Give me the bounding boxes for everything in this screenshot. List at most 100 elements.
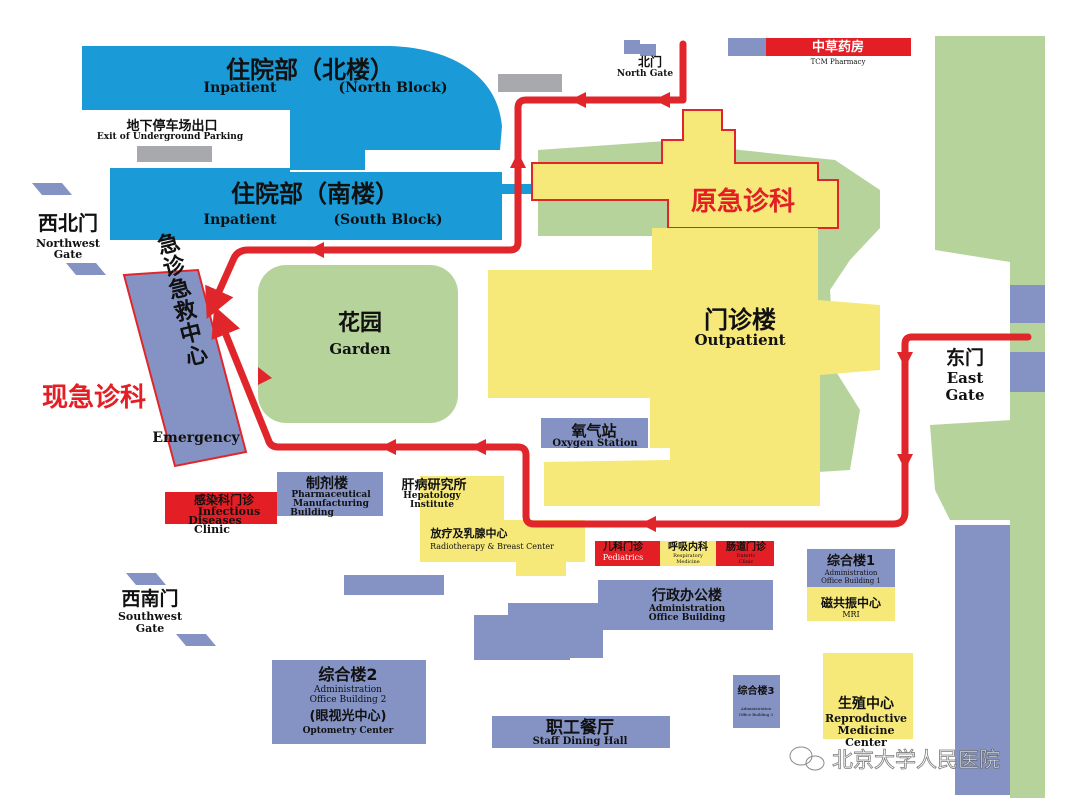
southwest-gate-marker [126, 573, 166, 585]
admin2-label-cn: 综合楼2 [318, 665, 377, 684]
watermark-text: 北京大学人民医院 [832, 748, 1000, 772]
north-block[interactable] [82, 46, 502, 170]
gray-strips [137, 74, 562, 162]
staff-dining-hall[interactable] [492, 716, 670, 748]
office-label-cn: 行政办公楼 [651, 587, 722, 604]
infectious-label-en3: Clinic [194, 523, 230, 536]
east-gate-post-north [1010, 285, 1045, 323]
radiotherapy-annex [516, 556, 566, 576]
oxygen-station-label-cn: 氧气站 [570, 422, 616, 440]
north-gate-post-2 [640, 44, 656, 56]
admin1-label-en2: Office Building 1 [821, 577, 881, 585]
respiratory-building[interactable] [660, 541, 716, 566]
pharma-label-en1: Pharmaceutical [291, 490, 371, 500]
south-block-label-en2: (South Block) [333, 212, 442, 228]
blue-buildings[interactable] [32, 38, 1045, 795]
southwest-gate-marker-2 [176, 634, 216, 646]
pediatrics-label-en: Pediatrics [603, 553, 643, 562]
hepatology-label-en2: Institute [410, 500, 454, 510]
route-arrow [654, 92, 670, 108]
south-block-label-cn: 住院部（南楼） [231, 180, 399, 208]
admin2-label-en2: Office Building 2 [310, 695, 387, 705]
admin3-label-en2: Office Building 3 [739, 712, 774, 717]
oxygen-station-label-en: Oxygen Station [552, 438, 638, 449]
admin-office-annex-2 [474, 615, 570, 660]
east-long-building [955, 525, 1010, 795]
admin-office-building[interactable] [598, 580, 773, 630]
yellow-buildings[interactable] [420, 109, 913, 739]
east-gate-label-cn: 东门 [946, 346, 984, 369]
admin3-label-cn: 综合楼3 [738, 684, 775, 697]
infectious-label-cn: 感染科门诊 [194, 492, 255, 507]
office-label-en2: Office Building [649, 613, 726, 623]
inpatient-blocks[interactable] [82, 46, 537, 240]
route-arrow [640, 516, 656, 532]
emergency-center-building[interactable] [122, 268, 248, 468]
hepatology-building[interactable] [420, 476, 504, 520]
admin-building-1[interactable] [807, 549, 895, 587]
pharma-label-cn: 制剂楼 [306, 475, 348, 492]
wechat-icon-outline [789, 746, 825, 771]
route-arrow [470, 439, 486, 455]
admin-building-3[interactable] [733, 675, 780, 728]
admin1-label-cn: 综合楼1 [827, 553, 875, 569]
reproductive-building[interactable] [823, 653, 913, 739]
blue-strip-building [344, 575, 444, 595]
admin2-label-en1: Administration [313, 685, 382, 695]
route-east-gate [211, 305, 1032, 528]
route-arrow [897, 454, 913, 470]
northwest-gate-marker [32, 183, 72, 195]
enteric-label-cn: 肠道门诊 [726, 540, 767, 553]
mri-building[interactable] [807, 587, 895, 621]
tcm-pharmacy[interactable] [766, 38, 911, 56]
infectious-label-en1: Infectious [198, 505, 260, 518]
parking-exit-label-cn: 地下停车场出口 [126, 118, 217, 134]
route-arrow [897, 352, 913, 368]
infectious-label-en2: Diseases [188, 514, 241, 527]
east-gate-label-en2: Gate [945, 386, 984, 404]
radiotherapy-label-en: Radiotherapy & Breast Center [430, 542, 554, 551]
emergency-center-label-en: Emergency [152, 430, 240, 446]
pharma-label-en2: Manufacturing [293, 499, 369, 509]
map-labels: 住院部（北楼） Inpatient (North Block) 地下停车场出口 … [36, 39, 985, 749]
block-connector [355, 150, 365, 170]
hepatology-label-cn: 肝病研究所 [401, 477, 466, 493]
garden-label-en: Garden [329, 340, 390, 358]
enteric-label-en2: Clinic [739, 559, 754, 565]
parking-exit-label-en: Exit of Underground Parking [97, 132, 244, 142]
admin-building-2[interactable] [272, 660, 426, 744]
outpatient-building[interactable] [488, 228, 880, 506]
oxygen-station[interactable] [541, 418, 648, 448]
parking-exit-strip [137, 146, 212, 162]
route-arrows [258, 92, 913, 532]
dining-label-en: Staff Dining Hall [533, 736, 628, 747]
northwest-gate-label-en2: Gate [54, 248, 83, 261]
respiratory-label-en1: Respiratory [673, 553, 703, 559]
admin1-label-en1: Administration [824, 569, 878, 577]
red-buildings[interactable] [165, 38, 911, 566]
pediatrics-clinic[interactable] [595, 541, 660, 566]
old-emergency-building[interactable] [531, 109, 839, 229]
pharmaceutical-building[interactable] [277, 472, 383, 516]
east-gate-label-en: East [947, 369, 984, 387]
garden-label-cn: 花园 [338, 310, 382, 336]
route-arrow [308, 242, 324, 258]
south-block-label-en: Inpatient [204, 212, 277, 228]
respiratory-label-en2: Medicine [676, 559, 699, 565]
garden[interactable] [258, 265, 458, 423]
reproductive-label-en2: Medicine [838, 724, 895, 737]
dining-label-cn: 职工餐厅 [546, 717, 614, 738]
southwest-gate-label-cn: 西南门 [121, 587, 178, 610]
radiotherapy-label-cn: 放疗及乳腺中心 [430, 526, 508, 540]
optometry-label-cn: (眼视光中心) [310, 708, 387, 724]
northwest-gate-label-cn: 西北门 [38, 211, 98, 235]
east-greenbelt [912, 36, 1045, 798]
tcm-label-cn: 中草药房 [812, 39, 864, 55]
mri-label-cn: 磁共振中心 [820, 595, 881, 610]
infectious-diseases-clinic[interactable] [165, 492, 277, 524]
route-arrow [380, 439, 396, 455]
tcm-label-en: TCM Pharmacy [811, 58, 866, 66]
enteric-clinic[interactable] [716, 541, 774, 566]
south-block[interactable] [110, 168, 502, 240]
